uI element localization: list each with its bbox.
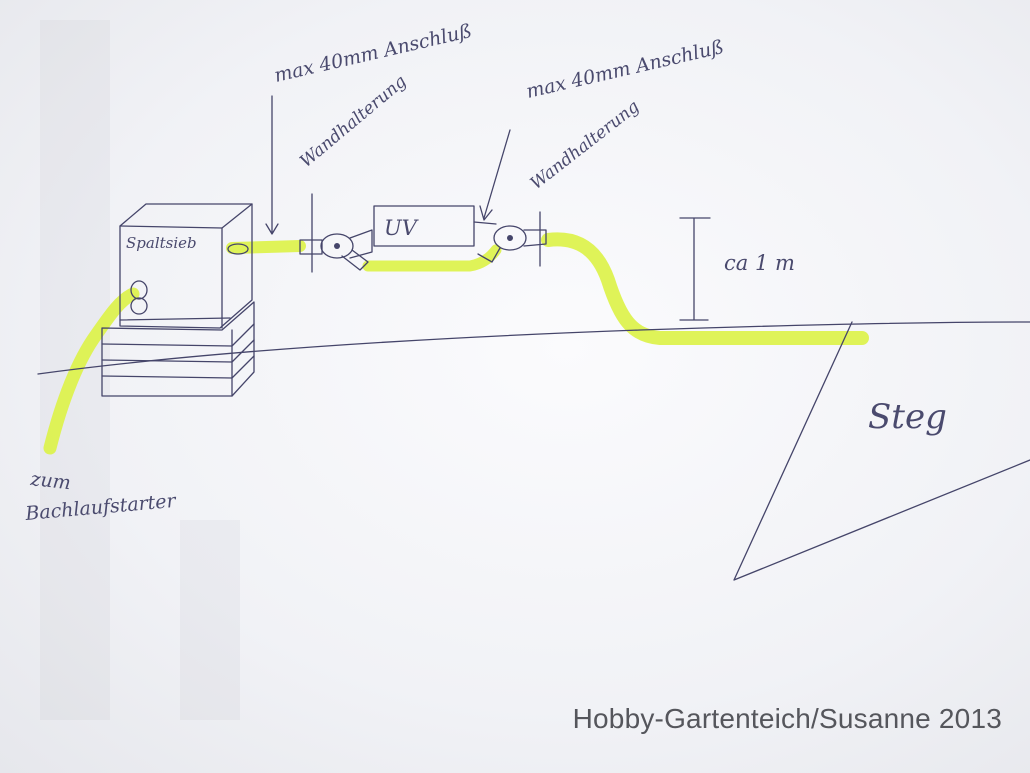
ground-line [37, 321, 1030, 375]
arrow-right-note [479, 129, 511, 221]
hose-filter-outlet [226, 240, 306, 254]
note-max-left: max 40mm Anschluß [272, 20, 474, 87]
arrow-left-note [265, 95, 279, 235]
label-wall-mount-right: Wandhalterung [527, 97, 644, 194]
label-jetty: Steg [868, 397, 947, 437]
height-dimension [679, 217, 711, 321]
credit-watermark: Hobby-Gartenteich/Susanne 2013 [572, 703, 1002, 734]
hose-to-pond [541, 232, 869, 345]
hose-under-uv [362, 244, 502, 272]
filter-stand [101, 301, 255, 397]
label-wall-mount-left: Wandhalterung [296, 71, 410, 171]
paper-texture [40, 20, 240, 720]
uv-unit [373, 205, 497, 247]
note-max-right: max 40mm Anschluß [524, 36, 726, 103]
left-wall-mount [299, 193, 373, 273]
label-outlet-line1: zum [28, 468, 71, 494]
label-filter-box: Spaltsieb [126, 234, 197, 252]
right-wall-mount [477, 211, 547, 267]
label-uv-unit: UV [384, 216, 419, 240]
filter-box [119, 203, 253, 329]
hose-to-filter-inlet [43, 287, 140, 455]
jetty-outline [733, 321, 1030, 581]
label-height: ca 1 m [724, 251, 795, 275]
